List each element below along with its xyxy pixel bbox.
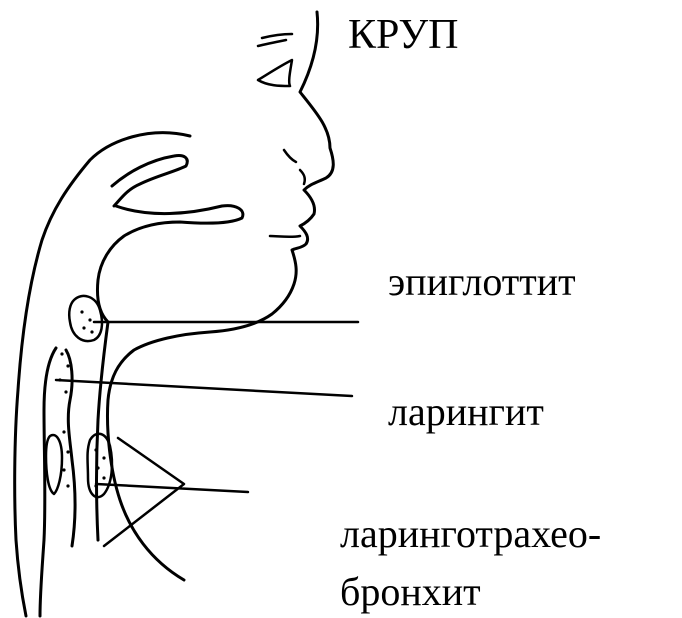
palate [97, 206, 242, 322]
nasal-cavity [112, 155, 187, 206]
epiglottis [69, 296, 102, 341]
mouth-line [270, 236, 300, 237]
vocal-fold-shape [46, 435, 62, 494]
diagram-title: КРУП [348, 14, 458, 56]
label-laryngotracheobronchitis-line2: бронхит [340, 572, 481, 612]
trachea-detail [88, 434, 113, 497]
larynx-anterior [97, 322, 109, 540]
label-laryngotracheobronchitis-line1: ларинготрахео- [340, 514, 601, 554]
epiglottis-dots [80, 310, 93, 333]
nostril [284, 150, 305, 184]
label-laryngitis: ларингит [388, 392, 544, 432]
eye [258, 60, 292, 86]
face-profile-outline [108, 12, 334, 580]
label-epiglottitis: эпиглоттит [388, 262, 576, 302]
eyelash [258, 34, 292, 46]
